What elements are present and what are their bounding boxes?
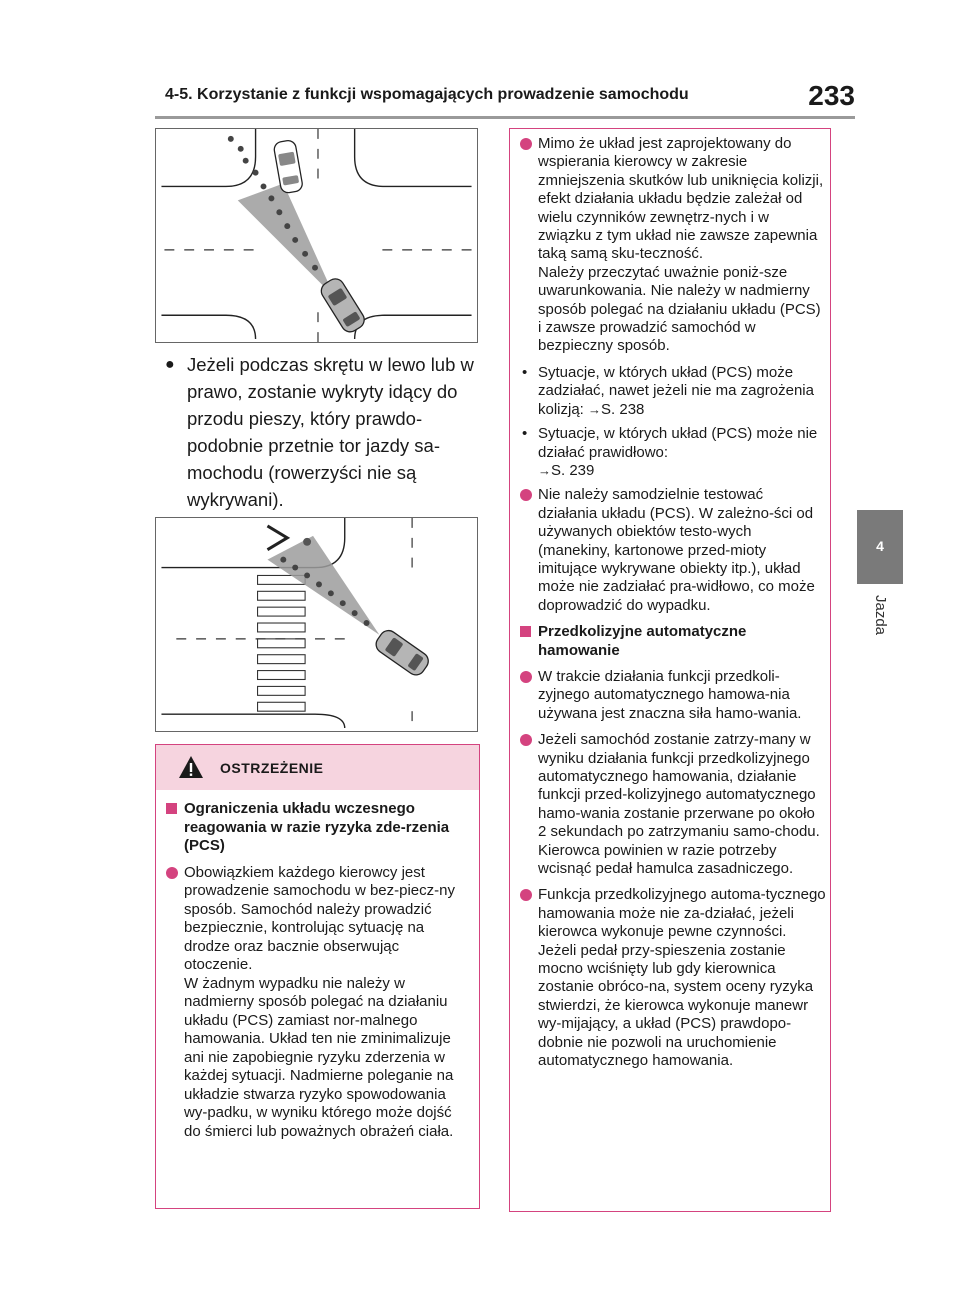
right-column-box: Mimo że układ jest zaprojektowany do wsp…: [509, 128, 831, 1212]
warning-section-heading: Ograniczenia układu wczesnego reagowania…: [166, 800, 471, 856]
square-bullet-icon: [166, 803, 177, 814]
arrow-right-icon: →: [588, 401, 602, 417]
list-item: • Sytuacje, w których układ (PCS) może n…: [522, 425, 818, 479]
lead-text: Jeżeli podczas skrętu w lewo lub w prawo…: [187, 354, 474, 510]
warning-body: Ograniczenia układu wczesnego reagowania…: [156, 790, 479, 1141]
chapter-label: Jazda: [862, 595, 898, 655]
info-item: Funkcja przedkolizyjnego automa-tycznego…: [520, 886, 826, 1070]
chapter-tab: 4: [857, 510, 903, 584]
bullet-icon: ●: [165, 356, 175, 373]
chapter-number: 4: [876, 538, 884, 554]
page-header: 4-5. Korzystanie z funkcji wspomagającyc…: [165, 80, 855, 111]
warning-header: OSTRZEŻENIE: [156, 745, 479, 790]
round-bullet-icon: [520, 734, 532, 747]
warning-item: Obowiązkiem każdego kierowcy jest prowad…: [166, 864, 471, 1142]
info-item: W trakcie działania funkcji przedkoli-zy…: [520, 668, 826, 723]
page-number: 233: [808, 80, 855, 111]
intersection-diagram-1: [161, 129, 472, 342]
illustration-turn-pedestrian: [155, 128, 478, 343]
illustration-crosswalk-pedestrian: [155, 517, 478, 732]
round-bullet-icon: [520, 138, 532, 150]
page-reference-link[interactable]: S. 238: [601, 400, 645, 418]
warning-box: OSTRZEŻENIE Ograniczenia układu wczesneg…: [155, 744, 480, 1209]
header-divider: [155, 116, 855, 119]
section-title: 4-5. Korzystanie z funkcji wspomagającyc…: [165, 86, 689, 103]
warning-triangle-icon: [179, 756, 203, 778]
square-bullet-icon: [520, 626, 531, 638]
info-item: Nie należy samodzielnie testować działan…: [520, 486, 826, 615]
round-bullet-icon: [520, 489, 532, 502]
info-item: Jeżeli samochód zostanie zatrzy-many w w…: [520, 731, 826, 878]
lead-paragraph: ● Jeżeli podczas skrętu w lewo lub w pra…: [165, 351, 485, 513]
round-bullet-icon: [520, 889, 532, 902]
intersection-diagram-2: [161, 518, 429, 731]
warning-title: OSTRZEŻENIE: [220, 760, 324, 776]
chapter-name: Jazda: [872, 595, 889, 636]
list-item: • Sytuacje, w których układ (PCS) może z…: [522, 363, 814, 418]
round-bullet-icon: [166, 866, 178, 879]
info-item: Mimo że układ jest zaprojektowany do wsp…: [520, 135, 826, 356]
round-bullet-icon: [520, 670, 532, 683]
section-heading: Przedkolizyjne automatyczne hamowanie: [520, 623, 826, 660]
page-reference-link[interactable]: S. 239: [551, 461, 595, 479]
arrow-right-icon: →: [538, 462, 551, 478]
